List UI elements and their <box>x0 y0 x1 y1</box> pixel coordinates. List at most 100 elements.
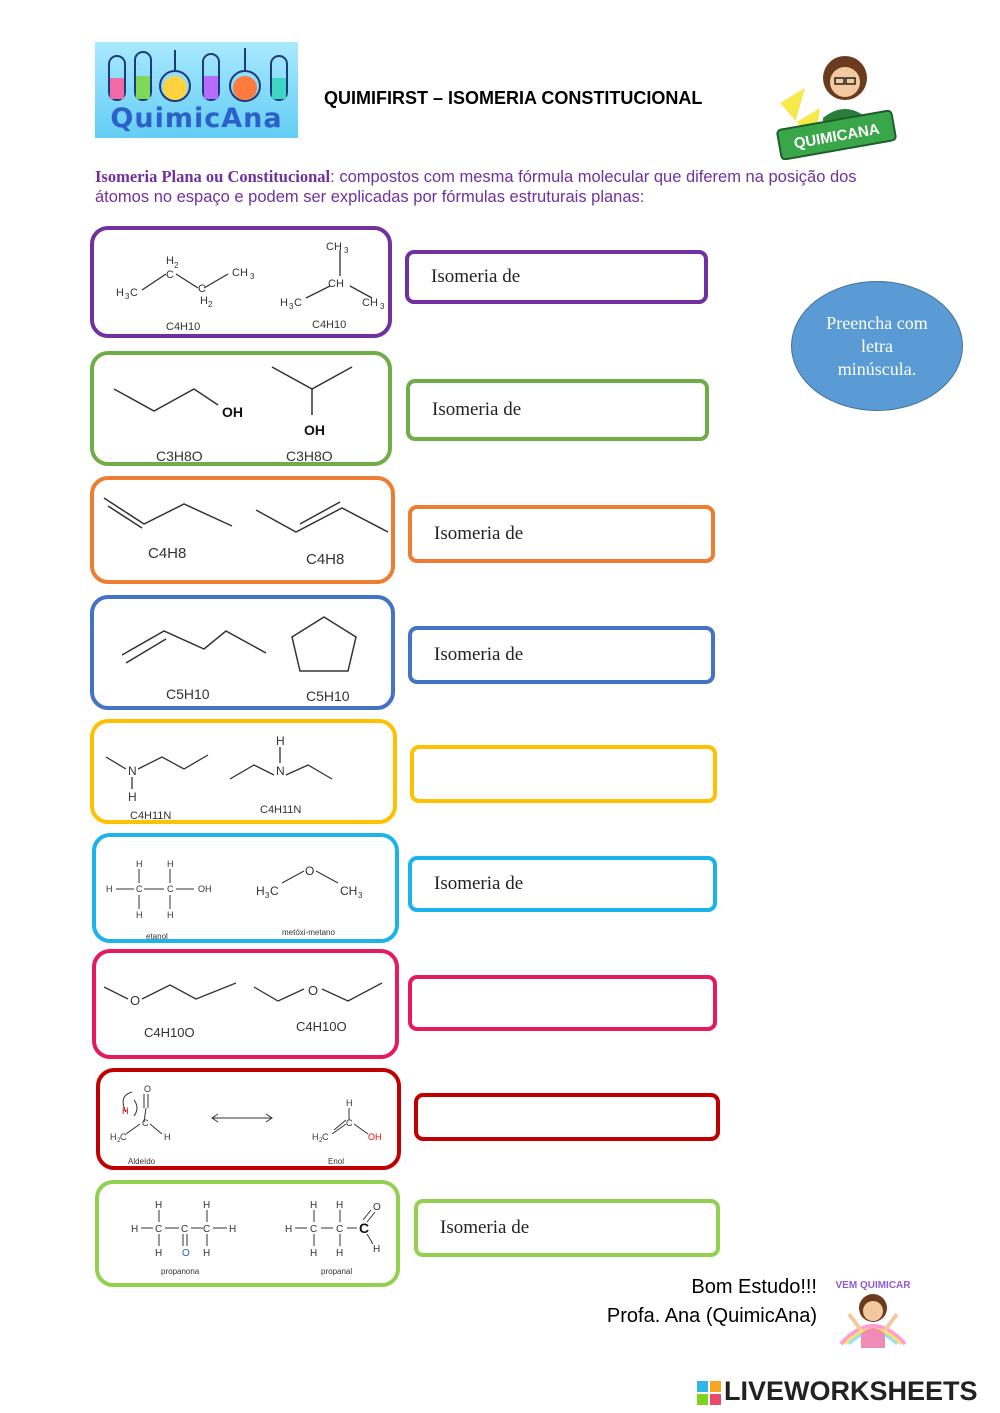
svg-text:2: 2 <box>319 1138 323 1144</box>
molecule-box-4: C5H10 C5H10 <box>90 595 395 710</box>
answer-field-6[interactable]: Isomeria de <box>408 856 717 912</box>
formula-a: C4H10O <box>144 1025 195 1040</box>
liveworksheets-brand: LIVEWORKSHEETS <box>724 1376 978 1406</box>
liveworksheets-logo-icon <box>697 1381 721 1405</box>
svg-text:C: C <box>198 283 206 295</box>
svg-text:3: 3 <box>380 302 385 311</box>
formula-b: C4H11N <box>260 804 301 816</box>
svg-text:C: C <box>136 884 143 894</box>
svg-text:OH: OH <box>198 884 212 894</box>
svg-text:N: N <box>128 764 137 778</box>
formula-a: C4H11N <box>130 810 171 822</box>
svg-text:H: H <box>203 1200 210 1211</box>
svg-text:CH: CH <box>340 884 357 898</box>
svg-text:C: C <box>203 1224 210 1235</box>
answer-field-4[interactable]: Isomeria de <box>408 626 715 684</box>
svg-text:C: C <box>336 1224 343 1235</box>
propanol-isopropanol-structures: OH OH C3H8O C3H8O <box>113 366 353 464</box>
svg-text:C: C <box>181 1224 188 1235</box>
svg-text:C: C <box>294 297 302 309</box>
answer-field-3[interactable]: Isomeria de <box>408 505 715 563</box>
svg-text:H: H <box>166 255 174 267</box>
svg-text:2: 2 <box>117 1138 121 1144</box>
svg-text:2: 2 <box>208 300 213 309</box>
amine-isomers-structures: NH HN C4H11N C4H11N <box>105 734 333 822</box>
intro-text: : compostos com mesma fórmula molecular … <box>95 168 857 206</box>
name-a: propanona <box>161 1267 200 1276</box>
formula-b: C4H8 <box>306 551 344 568</box>
svg-text:C: C <box>270 884 279 898</box>
intro-term: Isomeria Plana ou Constitucional <box>95 167 331 186</box>
name-a: etanol <box>146 932 168 941</box>
name-b: metóxi-metano <box>282 928 335 937</box>
svg-text:H: H <box>128 790 137 804</box>
svg-text:H: H <box>136 859 143 869</box>
answer-field-2[interactable]: Isomeria de <box>406 379 709 441</box>
answer-field-8[interactable] <box>414 1093 720 1141</box>
formula-a: C5H10 <box>166 686 210 702</box>
svg-text:H: H <box>167 859 174 869</box>
svg-text:CH: CH <box>232 267 248 279</box>
answer-field-7[interactable] <box>408 975 717 1031</box>
svg-text:CH: CH <box>326 241 342 253</box>
farewell-line: Bom Estudo!!! <box>691 1276 817 1298</box>
svg-text:O: O <box>373 1202 381 1213</box>
svg-text:3: 3 <box>265 891 270 900</box>
svg-text:H: H <box>122 1106 129 1116</box>
answer-label: Isomeria de <box>434 644 524 665</box>
formula-a: C4H8 <box>148 545 186 562</box>
svg-text:H: H <box>106 884 113 894</box>
svg-text:C: C <box>142 1118 149 1128</box>
svg-text:H: H <box>285 1224 292 1235</box>
svg-text:H: H <box>131 1224 138 1235</box>
svg-text:O: O <box>144 1084 151 1094</box>
test-tubes-icon <box>108 48 288 102</box>
formula-b: C5H10 <box>306 688 350 704</box>
answer-label: Isomeria de <box>440 1217 530 1238</box>
answer-field-1[interactable]: Isomeria de <box>405 250 708 304</box>
svg-text:O: O <box>308 983 318 998</box>
svg-text:N: N <box>276 764 285 778</box>
svg-text:OH: OH <box>222 404 243 420</box>
formula-b: C3H8O <box>286 448 333 464</box>
svg-text:H: H <box>136 910 143 920</box>
svg-text:H: H <box>280 297 288 309</box>
svg-text:C: C <box>120 1132 127 1142</box>
svg-text:H: H <box>229 1224 236 1235</box>
svg-text:3: 3 <box>344 246 349 255</box>
svg-text:H: H <box>312 1132 319 1142</box>
intro-paragraph: Isomeria Plana ou Constitucional: compos… <box>95 167 895 207</box>
svg-text:H: H <box>164 1132 171 1142</box>
teacher-avatar-badge: QUIMICANA <box>775 48 900 161</box>
svg-text:CH: CH <box>362 297 378 309</box>
svg-text:C: C <box>322 1132 329 1142</box>
signature-line: Profa. Ana (QuimicAna) <box>606 1305 817 1327</box>
instruction-bubble: Preencha com letra minúscula. <box>791 281 963 411</box>
svg-text:3: 3 <box>125 292 130 301</box>
svg-text:C: C <box>359 1220 369 1236</box>
svg-text:C: C <box>310 1224 317 1235</box>
formula-b: C4H10 <box>312 319 346 331</box>
name-b: Enol <box>328 1157 344 1166</box>
name-a: Aldeído <box>128 1157 156 1166</box>
svg-text:H: H <box>336 1248 343 1259</box>
answer-label: Isomeria de <box>434 873 524 894</box>
svg-text:OH: OH <box>304 422 325 438</box>
answer-label: Isomeria de <box>431 266 521 287</box>
molecule-box-3: C4H8 C4H8 <box>90 476 395 584</box>
svg-text:H: H <box>373 1244 380 1255</box>
quimicana-logo: QuimicAna <box>95 42 298 138</box>
svg-text:H: H <box>203 1248 210 1259</box>
svg-text:C: C <box>346 1118 353 1128</box>
answer-field-5[interactable] <box>410 745 717 803</box>
svg-text:C: C <box>166 269 174 281</box>
svg-text:H: H <box>276 734 285 748</box>
answer-field-9[interactable]: Isomeria de <box>414 1199 720 1257</box>
